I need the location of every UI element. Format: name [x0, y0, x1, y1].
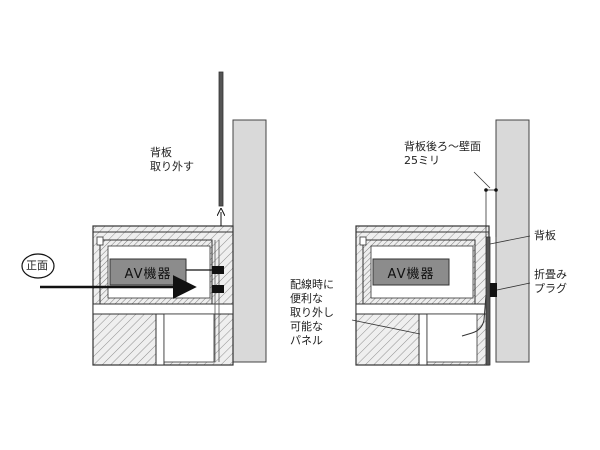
left-plug-upper	[212, 266, 224, 274]
right-removable-panel	[418, 313, 428, 366]
left-plug-lower	[212, 285, 224, 293]
right-backboard-label: 背板	[534, 229, 556, 242]
right-wall	[495, 119, 530, 363]
left-backboard	[218, 71, 224, 207]
plug-label: 折畳み プラグ	[534, 268, 567, 295]
gap-label: 背板後ろ～壁面 25ミリ	[404, 140, 481, 167]
right-device-label: AV機器	[387, 267, 435, 282]
front-label: 正面	[26, 259, 48, 272]
front-badge	[21, 253, 55, 279]
right-folding-plug	[490, 283, 497, 297]
left-backboard-label: 背板 取り外す	[150, 146, 194, 173]
left-panel	[21, 71, 267, 366]
left-wall	[232, 119, 267, 363]
right-panel	[351, 119, 531, 366]
right-backboard	[485, 236, 491, 366]
left-lower-panel	[155, 313, 165, 366]
left-device-label: AV機器	[124, 267, 172, 282]
right-av-device	[372, 258, 450, 286]
panel-label: 配線時に 便利な 取り外し 可能な パネル	[290, 278, 334, 347]
